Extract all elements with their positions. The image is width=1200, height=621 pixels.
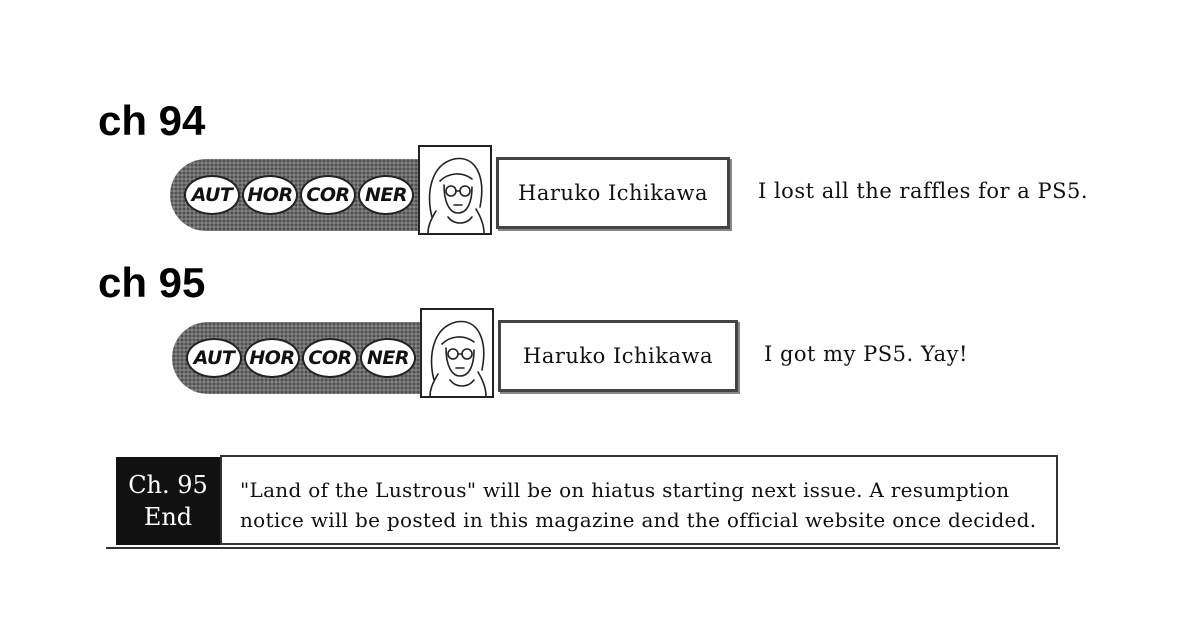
bubble-ner: NER: [358, 175, 414, 215]
hiatus-notice-line-2: notice will be posted in this magazine a…: [240, 508, 1037, 532]
bubble-cor: COR: [300, 175, 356, 215]
bubble-aut: AUT: [186, 338, 242, 378]
chapter-end-label: Ch. 95 End: [116, 457, 220, 545]
author-comment: I got my PS5. Yay!: [764, 342, 968, 366]
bubble-hor: HOR: [242, 175, 298, 215]
author-corner-row: AUT HOR COR NER Haruko Ichikawa I got my…: [172, 308, 1132, 404]
chapter-end-number: Ch. 95: [128, 470, 208, 499]
notice-baseline: [106, 547, 1060, 549]
author-name: Haruko Ichikawa: [496, 157, 730, 229]
hiatus-notice: "Land of the Lustrous" will be on hiatus…: [220, 455, 1058, 545]
hiatus-notice-line-1: "Land of the Lustrous" will be on hiatus…: [240, 478, 1010, 502]
chapter-end-word: End: [143, 503, 193, 531]
bubble-cor: COR: [302, 338, 358, 378]
chapter-end-notice: Ch. 95 End "Land of the Lustrous" will b…: [106, 455, 1060, 551]
chapter-heading: ch 95: [98, 259, 206, 306]
author-portrait-icon: [420, 308, 494, 398]
chapter-heading: ch 94: [98, 97, 206, 144]
bubble-hor: HOR: [244, 338, 300, 378]
author-corner-bubbles: AUT HOR COR NER: [184, 175, 414, 215]
bubble-aut: AUT: [184, 175, 240, 215]
author-name: Haruko Ichikawa: [498, 320, 738, 392]
author-portrait-icon: [418, 145, 492, 235]
author-corner-bubbles: AUT HOR COR NER: [186, 338, 416, 378]
bubble-ner: NER: [360, 338, 416, 378]
author-comment: I lost all the raffles for a PS5.: [758, 179, 1088, 203]
author-corner-row: AUT HOR COR NER Haruko Ichikawa I lost a…: [170, 145, 1130, 241]
